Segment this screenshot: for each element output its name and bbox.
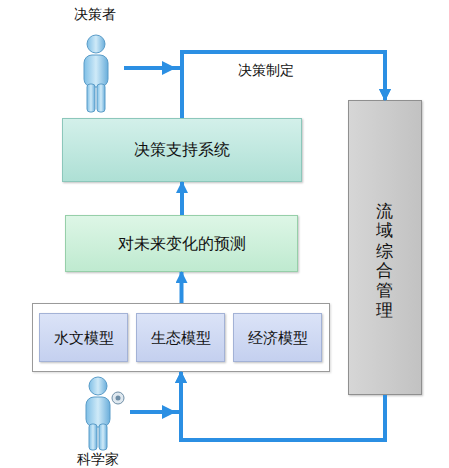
model-box: 经济模型 <box>233 313 322 362</box>
merge-arrowhead <box>162 405 176 419</box>
flow-arrow <box>130 372 181 412</box>
scientist-icon <box>86 377 124 450</box>
role-label: 决策者 <box>74 6 116 23</box>
merge-arrowhead <box>162 61 176 75</box>
flow-arrow <box>124 52 385 100</box>
scientist: 科学家 <box>66 372 130 468</box>
flow-arrow <box>180 272 184 303</box>
box-label: 经济模型 <box>248 329 308 347</box>
model-box: 生态模型 <box>136 313 225 362</box>
flow-arrow <box>181 372 385 440</box>
management-box: 流域综合管理 <box>348 100 422 395</box>
model-box: 水文模型 <box>39 313 128 362</box>
model-group: 水文模型 生态模型 经济模型 <box>32 303 330 372</box>
box-label: 对未来变化的预测 <box>118 234 246 253</box>
box-label: 生态模型 <box>151 329 211 347</box>
process-box: 决策支持系统 <box>62 118 302 182</box>
flow-arrow <box>180 182 184 215</box>
decision-maker: 决策者 <box>66 6 124 114</box>
box-label: 流域综合管理 <box>375 188 395 308</box>
process-box: 对未来变化的预测 <box>65 215 298 272</box>
box-label: 决策支持系统 <box>134 140 230 159</box>
decision-maker-icon <box>84 35 108 112</box>
role-label: 科学家 <box>77 451 119 468</box>
flow-arrow <box>182 52 385 118</box>
edge-label: 决策制定 <box>238 62 294 80</box>
box-label: 水文模型 <box>54 329 114 347</box>
